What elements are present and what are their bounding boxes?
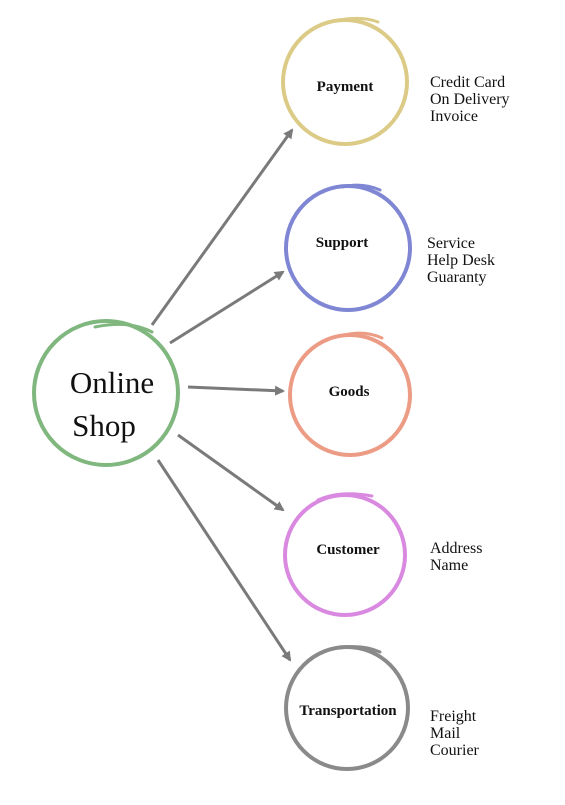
node-customer-label: Customer bbox=[316, 542, 380, 558]
customer-detail-2: Name bbox=[430, 557, 468, 574]
center-label-line1: Online bbox=[70, 365, 154, 400]
node-goods-tail bbox=[342, 331, 384, 340]
arrow-to-support bbox=[169, 270, 285, 345]
center-label-line2: Shop bbox=[72, 408, 136, 443]
customer-detail-1: Address bbox=[430, 540, 482, 557]
support-detail-1: Service bbox=[427, 235, 475, 252]
arrow-to-goods bbox=[187, 385, 285, 396]
node-customer-tail bbox=[316, 492, 374, 502]
node-payment: Payment Credit Card On Delivery Invoice bbox=[281, 16, 510, 146]
node-payment-label: Payment bbox=[317, 79, 374, 95]
node-transportation-label: Transportation bbox=[299, 703, 397, 719]
center-circle bbox=[32, 319, 180, 467]
node-support-tail bbox=[340, 183, 382, 192]
node-goods: Goods bbox=[288, 331, 412, 457]
center-node: Online Shop bbox=[32, 319, 180, 467]
payment-detail-3: Invoice bbox=[430, 108, 478, 125]
support-detail-2: Help Desk bbox=[427, 252, 495, 269]
arrow-to-payment bbox=[150, 128, 294, 326]
arrow-to-customer bbox=[177, 433, 285, 512]
payment-detail-1: Credit Card bbox=[430, 74, 505, 91]
node-goods-label: Goods bbox=[329, 384, 370, 400]
node-support-label: Support bbox=[316, 235, 369, 251]
transportation-detail-3: Courier bbox=[430, 742, 480, 759]
payment-detail-2: On Delivery bbox=[430, 91, 510, 108]
transportation-detail-2: Mail bbox=[430, 725, 461, 742]
node-transportation-tail bbox=[338, 645, 382, 654]
node-transportation: Transportation Freight Mail Courier bbox=[284, 645, 480, 771]
support-detail-3: Guaranty bbox=[427, 269, 487, 286]
arrow-to-transportation bbox=[156, 459, 292, 662]
node-customer: Customer Address Name bbox=[283, 492, 482, 617]
node-support: Support Service Help Desk Guaranty bbox=[284, 183, 495, 312]
transportation-detail-1: Freight bbox=[430, 708, 477, 725]
node-payment-tail bbox=[338, 16, 380, 24]
center-circle-tail bbox=[93, 322, 154, 334]
